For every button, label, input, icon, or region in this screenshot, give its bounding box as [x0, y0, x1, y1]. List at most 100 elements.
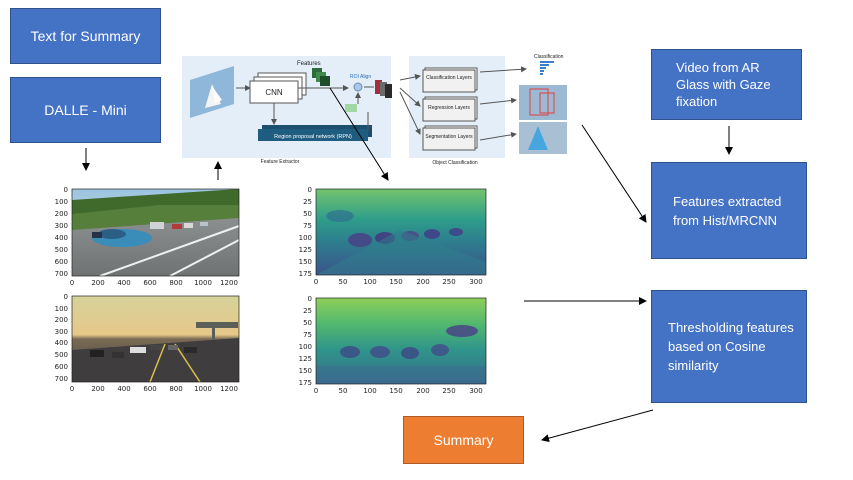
regression-layers-block — [422, 98, 476, 122]
tick-label: 50 — [303, 210, 312, 218]
tick-label: 175 — [299, 270, 312, 278]
tick-label: 200 — [55, 316, 68, 324]
tick-label: 400 — [117, 279, 130, 287]
tick-label: 800 — [169, 385, 182, 393]
arrow-maskrcnn-to-extracted — [581, 124, 647, 223]
thresholding-box: Thresholding features based on Cosine si… — [651, 290, 807, 403]
image2-y-ticks: 0 100 200 300 400 500 600 700 — [55, 293, 68, 383]
tick-label: 1200 — [220, 279, 238, 287]
rpn-block — [258, 129, 368, 141]
features-extracted-box: Features extracted from Hist/MRCNN — [651, 162, 807, 259]
tick-label: 1200 — [220, 385, 238, 393]
tick-label: 500 — [55, 246, 68, 254]
tick-label: 400 — [55, 234, 68, 242]
tick-label: 75 — [303, 222, 312, 230]
tick-label: 100 — [299, 343, 312, 351]
mask-rcnn-figure: CNN Features ROI Align Region proposal n… — [182, 54, 567, 166]
tick-label: 150 — [299, 367, 312, 375]
tick-label: 1000 — [194, 385, 212, 393]
classification-output-label: Classification — [534, 54, 564, 60]
summary-box: Summary — [403, 416, 524, 464]
object-classification-label: Object Classification — [432, 160, 478, 166]
tick-label: 150 — [389, 387, 402, 395]
tick-label: 0 — [70, 279, 74, 287]
tick-label: 150 — [299, 258, 312, 266]
tick-label: 75 — [303, 331, 312, 339]
tick-label: 0 — [64, 186, 68, 194]
tick-label: 100 — [299, 234, 312, 242]
tick-label: 0 — [308, 295, 312, 303]
tick-label: 50 — [339, 278, 348, 286]
feature1-x-ticks: 0 50 100 150 200 250 300 — [314, 278, 483, 286]
classification-layers-block — [422, 69, 476, 93]
dalle-mini-box: DALLE - Mini — [10, 77, 161, 143]
tick-label: 200 — [91, 385, 104, 393]
tick-label: 200 — [416, 387, 429, 395]
tick-label: 250 — [442, 278, 455, 286]
tick-label: 200 — [91, 279, 104, 287]
tick-label: 500 — [55, 351, 68, 359]
dalle-mini-label: DALLE - Mini — [44, 102, 127, 118]
roi-align-label: ROI Align — [350, 74, 371, 80]
tick-label: 200 — [416, 278, 429, 286]
regression-output-thumb — [519, 85, 567, 120]
feature-map-1 — [315, 188, 487, 276]
image2-x-ticks: 0 200 400 600 800 1000 1200 — [70, 385, 238, 393]
tick-label: 25 — [303, 307, 312, 315]
arrow-maskrcnn-to-features — [329, 87, 389, 181]
tick-label: 175 — [299, 379, 312, 387]
flow-arrows — [82, 87, 733, 443]
classification-layers-label: Classification Layers — [426, 75, 472, 81]
tick-label: 0 — [64, 293, 68, 301]
feature2-y-ticks: 0 25 50 75 100 125 150 175 — [299, 295, 312, 387]
generated-image-1 — [71, 188, 240, 277]
cnn-label: CNN — [265, 88, 283, 97]
tick-label: 600 — [55, 363, 68, 371]
tick-label: 100 — [55, 198, 68, 206]
segmentation-layers-label: Segmentation Layers — [425, 134, 473, 140]
video-from-ar-label: Video from AR Glass with Gaze fixation — [676, 60, 771, 109]
tick-label: 700 — [55, 375, 68, 383]
image1-y-ticks: 0 100 200 300 400 500 600 700 — [55, 186, 68, 278]
tick-label: 400 — [117, 385, 130, 393]
tick-label: 400 — [55, 339, 68, 347]
tick-label: 300 — [55, 222, 68, 230]
feature-map-2 — [315, 297, 487, 385]
tick-label: 600 — [55, 258, 68, 266]
tick-label: 200 — [55, 210, 68, 218]
summary-label: Summary — [433, 432, 494, 448]
tick-label: 0 — [314, 278, 318, 286]
image1-x-ticks: 0 200 400 600 800 1000 1200 — [70, 279, 238, 287]
features-extracted-label: Features extracted from Hist/MRCNN — [673, 193, 782, 228]
features-label: Features — [297, 61, 321, 67]
tick-label: 600 — [143, 279, 156, 287]
tick-label: 1000 — [194, 279, 212, 287]
tick-label: 800 — [169, 279, 182, 287]
tick-label: 600 — [143, 385, 156, 393]
text-for-summary-box: Text for Summary — [10, 8, 161, 64]
arrow-thresholding-to-summary — [541, 409, 654, 443]
tick-label: 0 — [314, 387, 318, 395]
tick-label: 25 — [303, 198, 312, 206]
thresholding-label: Thresholding features based on Cosine si… — [668, 320, 794, 373]
tick-label: 300 — [469, 278, 482, 286]
tick-label: 0 — [308, 186, 312, 194]
feature1-y-ticks: 0 25 50 75 100 125 150 175 — [299, 186, 312, 278]
rpn-label: Region proposal network (RPN) — [274, 134, 352, 140]
tick-label: 125 — [299, 355, 312, 363]
generated-image-2 — [71, 295, 240, 383]
text-for-summary-label: Text for Summary — [30, 28, 141, 44]
video-from-ar-box: Video from AR Glass with Gaze fixation — [651, 49, 802, 120]
tick-label: 125 — [299, 246, 312, 254]
regression-layers-label: Regression Layers — [428, 105, 470, 111]
tick-label: 50 — [303, 319, 312, 327]
tick-label: 50 — [339, 387, 348, 395]
tick-label: 700 — [55, 270, 68, 278]
tick-label: 150 — [389, 278, 402, 286]
segmentation-layers-block — [422, 127, 476, 151]
tick-label: 0 — [70, 385, 74, 393]
tick-label: 100 — [363, 387, 376, 395]
tick-label: 300 — [469, 387, 482, 395]
tick-label: 300 — [55, 328, 68, 336]
tick-label: 100 — [363, 278, 376, 286]
